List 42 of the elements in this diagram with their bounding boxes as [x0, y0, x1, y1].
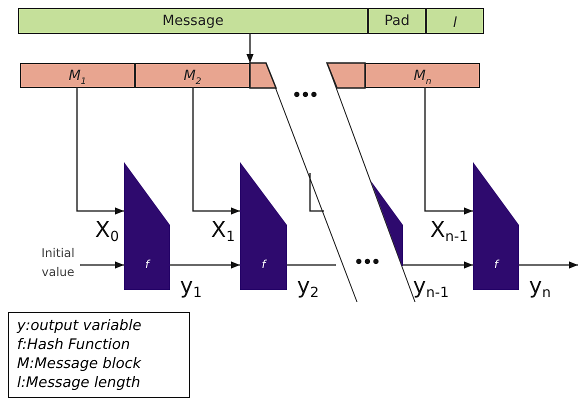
arrow	[80, 261, 124, 269]
key-box	[8, 312, 190, 398]
ellipsis: •••	[292, 88, 318, 103]
hash-function-block	[240, 162, 287, 290]
edge-label: X$_{1}$	[211, 220, 235, 244]
connector-line	[287, 264, 336, 266]
function-label: f	[260, 258, 268, 271]
message-block-fragment	[327, 63, 365, 88]
segment-label: M$_{2}$	[184, 68, 202, 86]
arrow	[424, 88, 473, 215]
arrow	[403, 261, 473, 269]
arrow	[170, 261, 240, 269]
edge-label: y$_{n-1}$	[413, 276, 449, 300]
segment-label: l	[453, 14, 457, 30]
arrow	[192, 88, 240, 215]
hash-function-block	[473, 162, 519, 290]
arrow	[519, 261, 578, 269]
message-segment	[18, 8, 368, 34]
arrow	[246, 34, 254, 63]
edge-label: y$_{n}$	[529, 276, 551, 300]
input-label: Initial value	[40, 245, 76, 281]
message-block	[20, 63, 135, 88]
key-text: y:output variable	[17, 317, 142, 336]
key-text: f:Hash Function	[17, 336, 130, 355]
hash-function-block	[124, 162, 170, 290]
function-label: f	[493, 258, 500, 271]
key-text: M:Message block	[17, 355, 142, 374]
segment-label: M$_{n}$	[414, 68, 432, 86]
segment-label: M$_{1}$	[68, 68, 86, 86]
key-text: l:Message length	[17, 374, 140, 393]
edge-label: X$_{n-1}$	[430, 220, 468, 244]
ellipsis: •••	[354, 255, 380, 270]
length-segment	[426, 8, 484, 34]
message-block-fragment	[250, 63, 276, 88]
edge-label: y$_{2}$	[297, 276, 319, 300]
function-label: f	[144, 258, 152, 271]
segment-label: Pad	[384, 13, 410, 29]
edge-label: y$_{1}$	[180, 276, 202, 300]
segment-label: Message	[162, 13, 224, 29]
arrow	[76, 88, 124, 215]
edge-label: X$_{0}$	[95, 220, 119, 244]
pad-segment	[368, 8, 426, 34]
